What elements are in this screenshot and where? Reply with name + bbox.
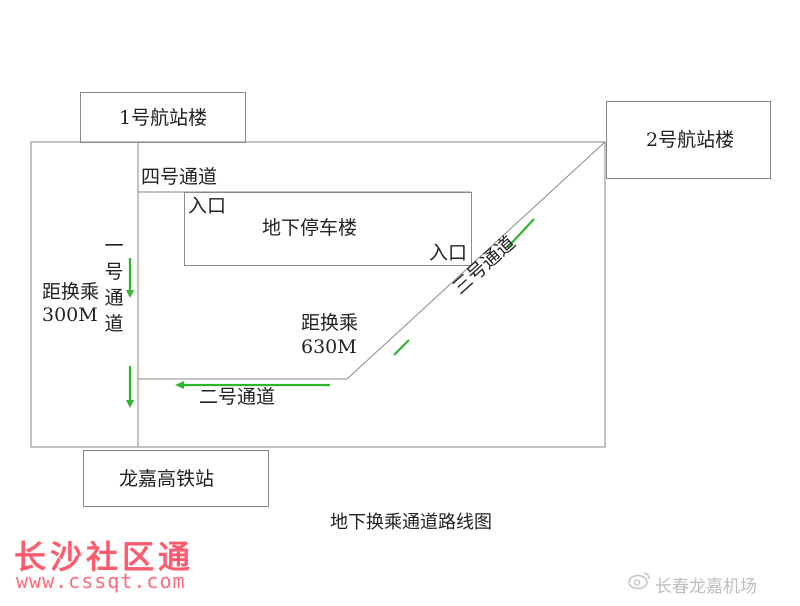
arrow-passage-3-lower [393, 339, 410, 356]
distance-mid-label: 距换乘 [301, 312, 359, 334]
weibo-icon [628, 572, 650, 590]
direction-arrows [126, 218, 535, 408]
rail-station-box [83, 450, 269, 507]
arrow-passage-3-upper [506, 218, 535, 249]
terminal-1-label: 1号航站楼 [119, 107, 208, 129]
distance-left-label: 距换乘 [42, 281, 100, 303]
entrance-top-label: 入口 [188, 195, 227, 217]
rail-station-label: 龙嘉高铁站 [119, 468, 215, 490]
passage-1-char: 号 [104, 261, 124, 283]
weibo-watermark: 长春龙嘉机场 [655, 577, 757, 597]
entrance-bottom-label: 入口 [429, 242, 468, 264]
parking-label: 地下停车楼 [262, 217, 358, 239]
arrow-head-passage-2 [175, 381, 184, 389]
distance-left-value: 300M [42, 304, 98, 326]
passage-2-label: 二号通道 [199, 386, 276, 408]
terminal-1-box [80, 92, 246, 143]
terminal-2-box [606, 101, 771, 179]
passage-1-char: 通 [104, 287, 124, 309]
distance-mid-value: 630M [301, 336, 357, 358]
passage-1-char: 一 [104, 235, 124, 257]
site-url-watermark: www.cssqt.com [16, 569, 186, 593]
arrow-head-passage-1-upper [126, 290, 134, 298]
site-watermark: 长沙社区通 [14, 538, 195, 576]
terminal-2-label: 2号航站楼 [646, 129, 735, 151]
passage-1-char: 道 [104, 313, 124, 335]
passage-3-line [346, 141, 606, 380]
main-area-outline [30, 141, 606, 448]
passage-1-label: 一 号 通 道 [103, 233, 125, 337]
arrow-head-passage-1-lower [126, 400, 134, 408]
passage-4-label: 四号通道 [141, 166, 218, 188]
diagram-title: 地下换乘通道路线图 [330, 512, 492, 533]
parking-building-box [184, 192, 472, 266]
